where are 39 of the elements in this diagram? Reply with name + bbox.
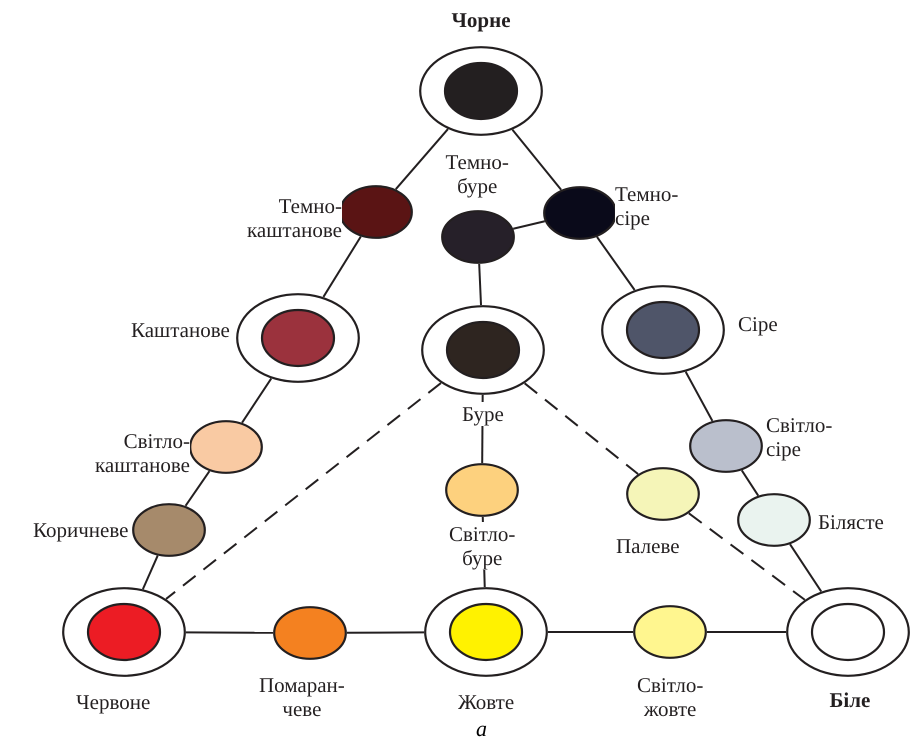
connector-line (186, 631, 273, 634)
dashed-connector (688, 512, 806, 601)
connector-line (741, 470, 759, 496)
color-circle (737, 493, 811, 547)
ringed-color-circle (421, 305, 545, 395)
color-circle (441, 210, 515, 264)
connector-line (347, 631, 424, 634)
connector-line (142, 555, 159, 590)
ringed-color-circle (601, 285, 725, 375)
color-circle (543, 186, 617, 240)
color-circle (132, 503, 206, 557)
connector-line (395, 128, 449, 190)
caption: а (476, 716, 487, 742)
color-circle (633, 605, 707, 659)
color-circle (626, 467, 700, 521)
connector-line (707, 631, 786, 633)
connector-line (548, 631, 633, 633)
connector-line (241, 378, 272, 424)
color-circle (689, 419, 763, 473)
color-label: Буре (462, 402, 504, 426)
connector-line (322, 236, 362, 298)
ringed-color-circle (62, 587, 186, 677)
ringed-color-circle (786, 587, 910, 677)
connector-line (512, 129, 562, 190)
connector-line (478, 264, 482, 306)
connector-line (684, 371, 714, 422)
ringed-color-circle (424, 587, 548, 677)
ringed-color-circle (236, 293, 360, 383)
color-circle (189, 420, 263, 474)
color-circle (445, 463, 519, 517)
dashed-connector (524, 382, 639, 475)
connector-line (789, 544, 822, 592)
dashed-connector (165, 382, 442, 600)
connector-line (184, 470, 210, 506)
connector-line (596, 236, 636, 291)
color-circle (273, 606, 347, 660)
color-label: Світло- буре (449, 522, 516, 570)
connector-line (512, 220, 546, 230)
ringed-color-circle (419, 46, 543, 136)
